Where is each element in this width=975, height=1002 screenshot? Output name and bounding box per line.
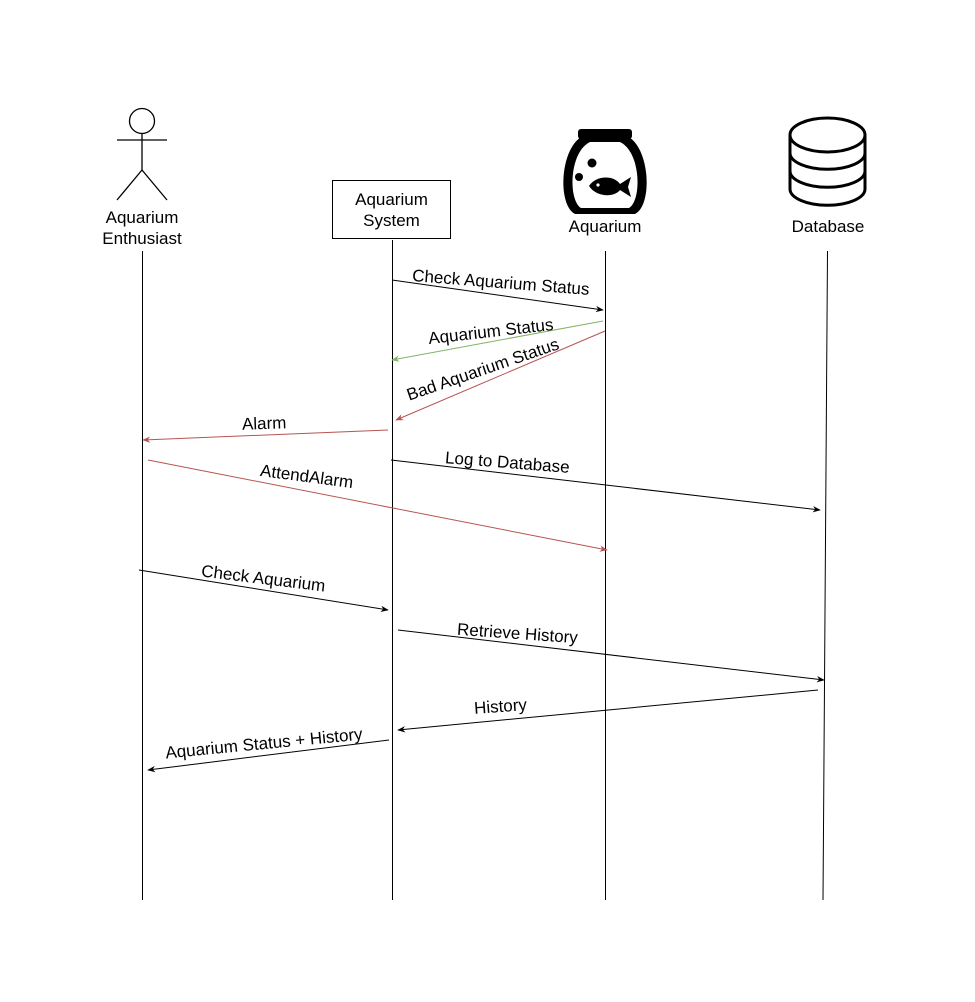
message-arrow-attend-alarm (147, 459, 608, 552)
actor-label-enthusiast: Aquarium Enthusiast (102, 207, 181, 249)
message-arrow-history (397, 689, 819, 733)
message-arrow-alarm (142, 429, 389, 443)
message-arrow-log-to-database (390, 459, 821, 513)
system-label-line1: Aquarium (355, 189, 428, 209)
participant-label-database: Database (791, 217, 865, 236)
message-arrow-status-history (147, 739, 390, 773)
stick-figure-actor-icon (116, 107, 168, 201)
message-label-history: History (472, 694, 528, 718)
message-arrow-retrieve-history (397, 629, 825, 683)
system-label-line2: System (363, 210, 420, 230)
message-label-alarm: Alarm (241, 412, 287, 434)
message-arrow-check-aquarium (138, 569, 389, 613)
fishbowl-icon (563, 129, 647, 214)
participant-box-system: Aquarium System (332, 180, 451, 239)
participant-label-aquarium: Aquarium (568, 217, 642, 236)
lifeline-database (822, 250, 828, 901)
message-arrow-bad-aquarium-status (395, 330, 606, 421)
actor-label-line2: Enthusiast (102, 229, 182, 248)
database-cylinder-icon (788, 116, 867, 207)
actor-label-line1: Aquarium (105, 208, 179, 227)
message-arrow-aquarium-status (391, 320, 604, 362)
message-arrow-check-aquarium-status (391, 279, 604, 313)
